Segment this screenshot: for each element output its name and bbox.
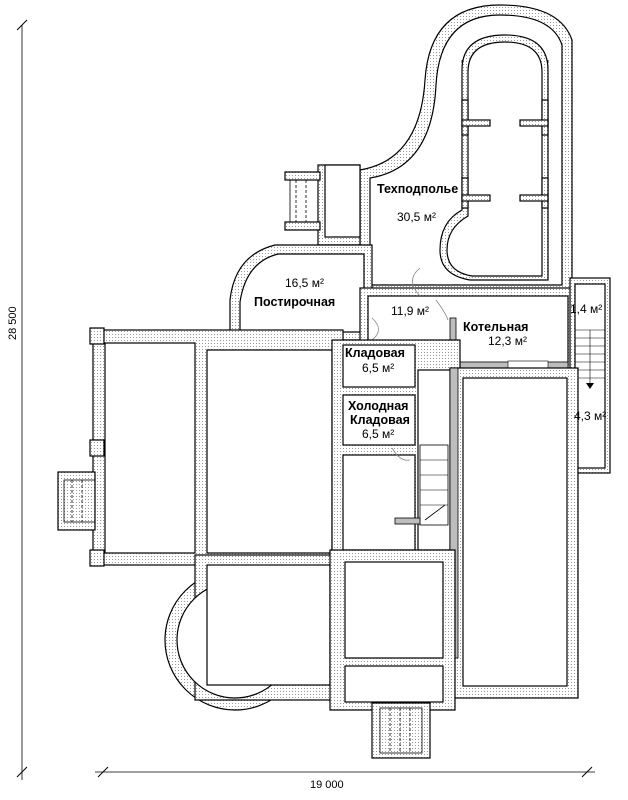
room-label-laundry: Постирочная: [254, 295, 335, 309]
room-area-stair-right: 4,3 м²: [574, 409, 606, 423]
room-area-boiler: 12,3 м²: [488, 334, 527, 348]
width-dimension: 19 000: [95, 766, 595, 791]
room-label-boiler: Котельная: [463, 320, 528, 334]
room-label-cold-pantry-line1: Холодная: [348, 399, 408, 413]
laundry-room: [229, 244, 373, 341]
hall-and-boiler-room: [359, 267, 576, 374]
exterior-stair-left: [57, 471, 96, 531]
left-wing: [89, 327, 344, 567]
room-area-pantry: 6,5 м²: [362, 361, 394, 375]
room-label-tech-basement: Техподполье: [377, 182, 458, 196]
interior-stair: [419, 444, 449, 526]
room-label-pantry: Кладовая: [345, 346, 405, 360]
room-area-tech-basement: 30,5 м²: [397, 210, 436, 224]
height-dimension-label: 28 500: [7, 306, 19, 340]
room-label-cold-pantry-line2: Кладовая: [350, 413, 410, 427]
room-area-cold-pantry: 6,5 м²: [362, 427, 394, 441]
right-large-room: [449, 367, 579, 699]
width-dimension-label: 19 000: [310, 779, 344, 791]
height-dimension: 28 500: [7, 19, 28, 780]
round-tower: [164, 554, 341, 711]
room-area-vestibule: 1,4 м²: [570, 302, 602, 316]
porch-stair-top: [284, 164, 361, 246]
room-area-laundry: 16,5 м²: [285, 276, 324, 290]
room-area-hall: 11,9 м²: [391, 304, 429, 318]
technical-basement: [359, 4, 573, 296]
storage-column: [331, 339, 461, 561]
bottom-center-rooms: [329, 549, 456, 759]
